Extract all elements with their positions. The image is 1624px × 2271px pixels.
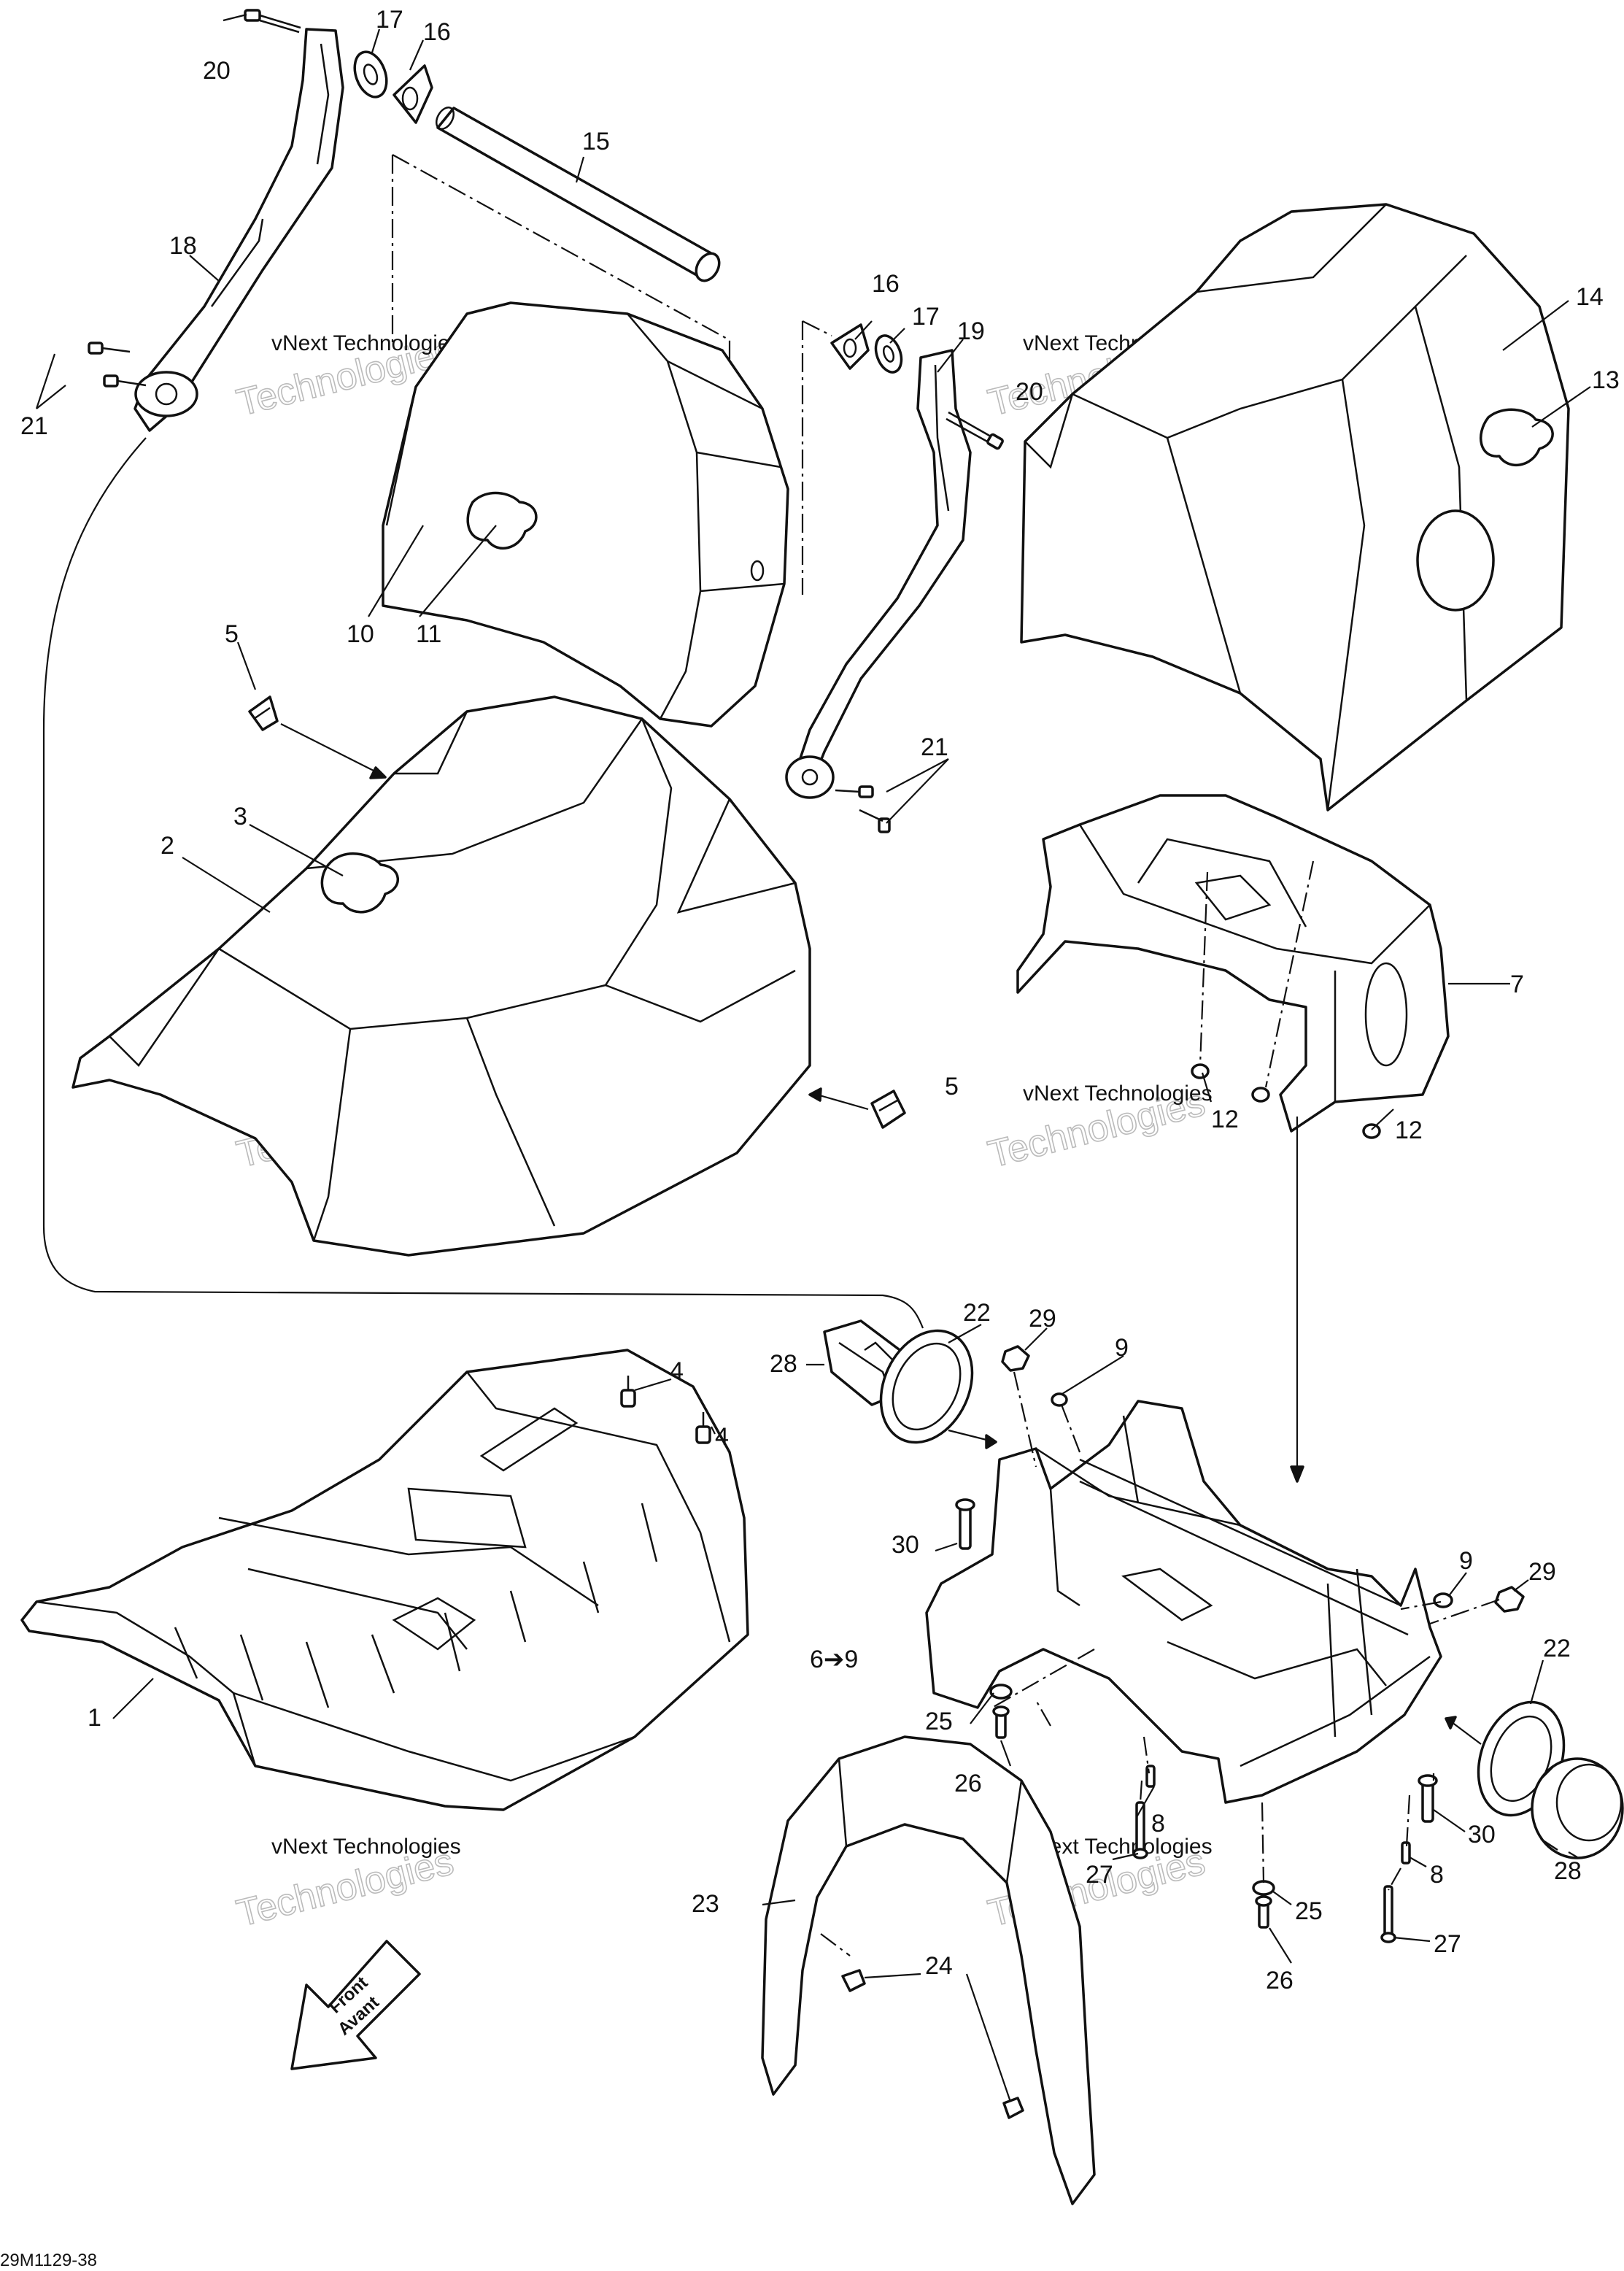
callout-22-right: 22 — [1543, 1635, 1571, 1662]
front-direction-arrow: Front Avant — [290, 1940, 421, 2070]
part-22-ring-top — [879, 1329, 974, 1444]
callout-26-left: 26 — [954, 1770, 982, 1797]
part-14-passenger-seat — [1020, 203, 1570, 811]
callout-30-right: 30 — [1468, 1821, 1496, 1848]
part-30-bolt-left — [955, 1498, 975, 1550]
part-29-nut-right — [1494, 1586, 1525, 1613]
part-11-decal-backrest — [466, 491, 538, 550]
callout-27-right: 27 — [1434, 1930, 1461, 1958]
part-16-washer-top — [393, 64, 433, 124]
callout-4-top: 4 — [670, 1357, 684, 1385]
callout-13: 13 — [1592, 366, 1620, 394]
callout-10: 10 — [347, 620, 374, 648]
part-5-clip-bottom — [870, 1090, 906, 1129]
part-18-left-bracket — [134, 28, 344, 432]
callout-12-left: 12 — [1211, 1106, 1239, 1133]
callout-7: 7 — [1510, 971, 1524, 998]
callout-6-9: 6➔9 — [810, 1646, 858, 1673]
callout-8-right: 8 — [1430, 1861, 1444, 1889]
svg-text:vNext Technologies: vNext Technologies — [271, 1835, 461, 1859]
callout-14: 14 — [1576, 283, 1604, 311]
callout-5-top: 5 — [225, 620, 239, 648]
svg-text:vNext Technologies: vNext Technologies — [1023, 1081, 1213, 1106]
part-26-bolt-left — [992, 1705, 1010, 1739]
callout-21-right: 21 — [921, 733, 948, 761]
part-6-rear-frame — [925, 1400, 1442, 1804]
callout-9-right: 9 — [1459, 1547, 1473, 1575]
callout-28-right: 28 — [1554, 1857, 1582, 1885]
assembly-line-right — [801, 320, 832, 595]
part-26-bolt-right — [1255, 1895, 1272, 1929]
part-24-fasteners — [841, 1969, 1024, 2119]
part-19-right-bracket — [785, 349, 972, 799]
part-17-bushing-right — [874, 334, 903, 374]
callout-11: 11 — [416, 620, 441, 648]
part-4-fasteners — [620, 1376, 711, 1444]
part-29-nut-top — [1001, 1345, 1030, 1372]
callout-25-right: 25 — [1295, 1897, 1323, 1925]
callout-5-bottom: 5 — [945, 1073, 959, 1100]
part-10-backrest — [382, 301, 789, 728]
callout-22-top: 22 — [963, 1299, 991, 1327]
part-7-carrier — [1016, 794, 1450, 1133]
callout-19: 19 — [957, 317, 985, 345]
part-20-screw-right — [946, 411, 1004, 450]
callout-25-left: 25 — [925, 1708, 953, 1735]
part-30-bolt-right — [1418, 1774, 1438, 1823]
part-27-bolt-right — [1380, 1885, 1396, 1943]
callout-2: 2 — [161, 832, 174, 860]
part-25-washer-right — [1252, 1880, 1275, 1896]
callout-3: 3 — [233, 803, 247, 830]
part-9-fastener-right — [1433, 1592, 1453, 1608]
callout-20-right: 20 — [1016, 378, 1043, 406]
callout-4-bottom: 4 — [715, 1423, 729, 1451]
part-15-rod — [435, 107, 721, 282]
callout-29-top: 29 — [1029, 1305, 1056, 1333]
callout-23: 23 — [692, 1890, 719, 1918]
part-9-fastener-top — [1051, 1392, 1068, 1407]
watermark-mid-right: Technologies vNext Technologies — [983, 1081, 1213, 1176]
callout-12-right: 12 — [1395, 1117, 1423, 1144]
callout-9-top: 9 — [1115, 1334, 1129, 1362]
part-8-bolt-right — [1401, 1841, 1411, 1865]
part-1-tunnel-base — [20, 1349, 749, 1811]
svg-text:vNext Technologies: vNext Technologies — [271, 331, 461, 355]
part-20-screw-left — [244, 9, 301, 34]
callout-29-right: 29 — [1528, 1558, 1556, 1586]
part-21-screws-right — [835, 785, 891, 833]
callout-8-left: 8 — [1151, 1810, 1165, 1838]
callout-18: 18 — [169, 232, 197, 260]
assembly-line-carrier — [1199, 860, 1315, 1088]
callout-16-right: 16 — [872, 270, 900, 298]
watermark-bottom-left: Technologies vNext Technologies — [232, 1835, 461, 1935]
assembly-line-flap — [820, 1649, 1095, 1956]
part-17-bushing-top — [353, 50, 388, 99]
callout-27-left: 27 — [1086, 1861, 1113, 1889]
callout-17-top: 17 — [376, 6, 403, 34]
part-13-decal-passenger — [1479, 408, 1554, 467]
part-12-fasteners — [1191, 1063, 1381, 1139]
callout-20-left: 20 — [203, 57, 231, 85]
callout-21-left: 21 — [20, 412, 48, 440]
callout-26-right: 26 — [1266, 1967, 1294, 1994]
part-21-screws-left — [88, 342, 147, 388]
callout-labels: 20 17 16 15 18 21 10 11 5 3 2 16 17 19 2… — [20, 6, 1620, 1994]
part-23-rear-flap — [761, 1735, 1096, 2205]
part-25-washer-left — [989, 1684, 1013, 1700]
callout-17-right: 17 — [912, 303, 940, 331]
callout-16-top: 16 — [423, 18, 451, 46]
callout-30-left: 30 — [892, 1531, 919, 1559]
callout-24: 24 — [925, 1952, 953, 1980]
callout-28-top: 28 — [770, 1350, 797, 1378]
part-2-seat — [71, 695, 811, 1257]
part-5-clip-top — [248, 695, 279, 731]
part-28-bumper-right — [1531, 1757, 1624, 1859]
leader-lines — [35, 13, 1591, 2102]
diagram-code: 29M1129-38 — [0, 2251, 97, 2270]
part-3-decal-seat — [320, 852, 399, 914]
callout-1: 1 — [88, 1704, 101, 1732]
callout-15: 15 — [582, 128, 610, 155]
